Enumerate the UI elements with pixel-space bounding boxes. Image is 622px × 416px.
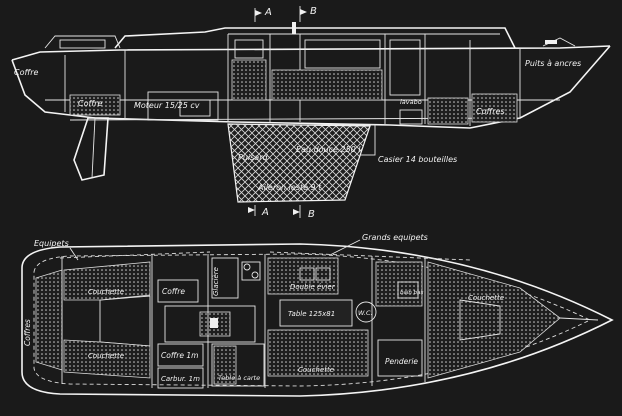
deck-plan: Equipets Grands equipets Coffres Couchet… — [21, 233, 614, 397]
section-a-bottom-label: A — [261, 207, 269, 218]
side-cockpit-seat — [59, 39, 106, 49]
label-casier: Casier 14 bouteilles — [378, 155, 457, 164]
lavabo-basin — [399, 109, 423, 125]
side-cockpit — [44, 35, 121, 49]
plan-bulkheads — [61, 254, 426, 388]
plan-sink-2 — [315, 267, 331, 281]
plan-engine-hatch — [164, 305, 256, 343]
plan-carbur-box — [157, 367, 204, 389]
label-coffres-stern: Coffres — [23, 319, 32, 346]
label-eau-douce: Eau douce 250 l — [296, 145, 361, 154]
plan-saloon-table — [279, 299, 353, 327]
label-puits-ancres: Puits à ancres — [525, 59, 581, 68]
plan-stove — [241, 261, 261, 281]
plan-engine-detail — [199, 311, 231, 337]
label-couchette-2: Couchette — [88, 352, 124, 360]
plan-chart-table — [211, 343, 265, 387]
side-elevation: A A B B Coffre Coffre Moteur 15/25 cv Pu… — [11, 6, 611, 220]
rudder — [73, 117, 109, 181]
label-puisard: Puisard — [238, 153, 268, 162]
plan-vberth — [427, 261, 561, 379]
side-bulkheads — [64, 34, 521, 126]
side-shelf — [304, 39, 381, 69]
label-wc: W.C. — [358, 309, 373, 317]
plan-settee-stbd — [267, 329, 369, 377]
anchor-roller — [545, 40, 557, 44]
plan-vberth-insert — [459, 299, 501, 341]
side-forward-dots — [427, 97, 469, 125]
plan-wc-area — [375, 261, 423, 307]
plan-lavabo-box — [397, 281, 419, 299]
side-locker — [389, 39, 421, 96]
side-sheer-line — [11, 45, 611, 61]
side-coffres-dots — [471, 93, 518, 123]
plan-bow-line — [559, 317, 599, 321]
section-b-marker: B B — [293, 6, 317, 220]
engine-box — [147, 91, 219, 121]
label-couchette-fwd-2: Couchette — [468, 294, 504, 302]
label-coffre-1m: Coffre 1m — [161, 351, 198, 360]
plan-coffre-1m-box — [157, 343, 204, 367]
label-coffre-plan: Coffre — [162, 287, 185, 296]
side-galley-dots — [231, 59, 267, 101]
side-hull-profile — [11, 45, 611, 129]
plan-grands-equipets-line — [269, 251, 471, 261]
plan-cockpit — [99, 295, 151, 347]
section-b-label: B — [310, 6, 317, 17]
label-moteur: Moteur 15/25 cv — [134, 101, 200, 110]
plan-galley-counter — [267, 257, 339, 295]
label-couchette-1: Couchette — [88, 288, 124, 296]
label-coffre-bow: Coffre — [14, 68, 39, 77]
section-b-bottom-label: B — [308, 209, 315, 220]
plan-penderie — [377, 339, 423, 377]
label-table-carte: Table à carte — [218, 374, 260, 382]
plan-stern-coffres — [35, 269, 63, 371]
section-a-label: A — [264, 7, 272, 18]
label-couchette-fwd: Couchette — [298, 366, 334, 374]
label-double-evier: Double évier — [290, 283, 336, 291]
plan-glaciere — [211, 257, 239, 299]
label-glaciere: Glacière — [212, 267, 220, 296]
engine-block — [179, 99, 211, 117]
section-a-marker: A A — [248, 7, 272, 218]
label-table: Table 125x81 — [288, 310, 335, 318]
plan-deck-line — [33, 253, 592, 387]
plan-coffre-box — [157, 279, 199, 303]
label-equipets: Equipets — [34, 239, 69, 248]
mast-foot — [292, 22, 296, 34]
label-coffres-fwd: Coffres — [476, 107, 505, 116]
plan-couchette-port — [63, 261, 151, 301]
grands-equipets-arrow — [329, 239, 361, 256]
plan-chart-seat — [213, 345, 237, 385]
label-lavabo: lavabo — [400, 98, 422, 106]
plan-wc — [355, 301, 377, 323]
label-grands-equipets: Grands equipets — [362, 233, 428, 242]
plan-hull-outline — [21, 243, 614, 397]
keel-fin — [227, 123, 371, 203]
label-aileron: Aileron lesté 9 t — [257, 182, 322, 192]
plan-sink-1 — [299, 267, 315, 281]
equipets-arrow — [69, 247, 79, 261]
side-cabinet — [234, 39, 264, 59]
plan-couchette-stbd — [63, 339, 151, 379]
side-cabin-top — [114, 27, 516, 49]
label-coffre-aft: Coffre — [78, 99, 103, 108]
label-bain-bas: bain bas — [400, 290, 423, 296]
side-aft-dots — [69, 94, 121, 116]
plan-engine-block — [210, 318, 218, 328]
side-settee-dots — [271, 69, 383, 101]
label-carbur: Carbur. 1m — [161, 375, 200, 383]
label-penderie: Penderie — [385, 357, 418, 366]
